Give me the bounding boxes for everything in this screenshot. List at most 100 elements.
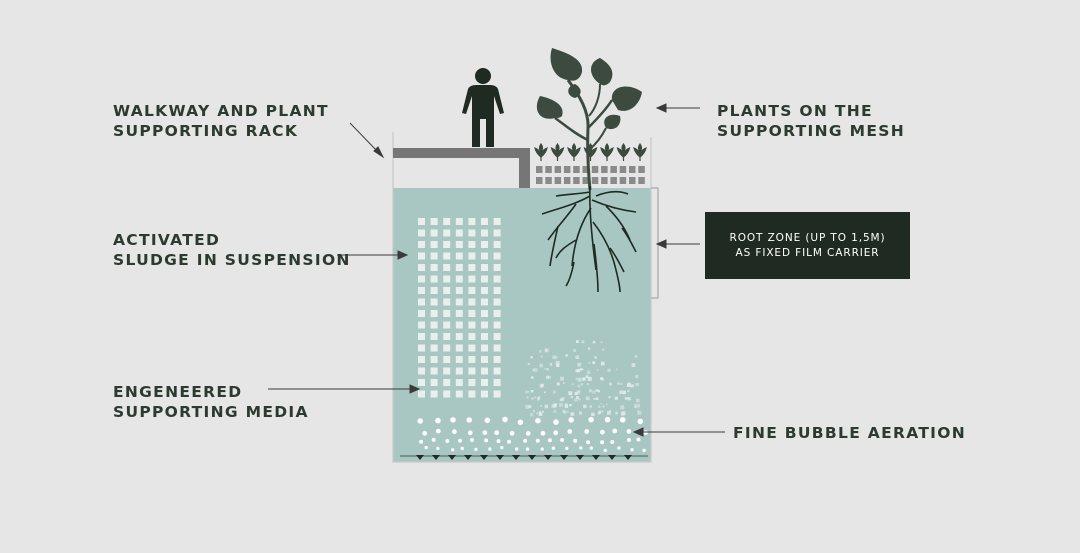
- media-dot: [637, 410, 642, 415]
- label-media: ENGENEERED SUPPORTING MEDIA: [113, 383, 309, 421]
- diffuser-nozzle: [496, 455, 504, 460]
- media-square: [481, 264, 488, 271]
- media-dot: [530, 390, 534, 393]
- media-square: [430, 321, 438, 329]
- root-icon: [541, 185, 637, 293]
- bubble: [553, 419, 559, 425]
- media-square: [493, 356, 501, 363]
- sprout-icon: [633, 142, 647, 161]
- media-dot: [591, 412, 595, 417]
- media-square: [418, 310, 425, 317]
- media-square: [468, 356, 476, 363]
- media-dot: [634, 403, 636, 406]
- media-dot: [607, 368, 611, 372]
- media-dot: [563, 382, 565, 384]
- media-dot: [574, 398, 578, 402]
- media-square: [418, 379, 425, 386]
- media-dot: [534, 396, 537, 399]
- media-dot: [608, 396, 611, 399]
- media-dot: [526, 396, 529, 399]
- label-plants: PLANTS ON THE SUPPORTING MESH: [717, 102, 905, 140]
- media-square: [443, 275, 451, 283]
- media-dot: [570, 396, 573, 399]
- bubble: [535, 417, 541, 424]
- media-square: [418, 275, 425, 283]
- mesh-cell: [619, 166, 627, 173]
- media-dot: [634, 405, 637, 408]
- bubble: [604, 416, 611, 423]
- media-square: [493, 275, 501, 283]
- media-dot: [589, 389, 592, 393]
- bubble: [610, 440, 615, 444]
- bubble: [642, 448, 646, 453]
- media-square: [481, 275, 488, 283]
- media-dot: [536, 398, 540, 401]
- media-dot: [636, 398, 640, 403]
- bubble: [422, 430, 428, 436]
- media-dot: [538, 411, 542, 414]
- media-dot: [592, 340, 596, 344]
- media-square: [418, 264, 425, 271]
- media-square: [430, 218, 438, 225]
- media-square: [443, 264, 451, 271]
- media-square: [443, 356, 451, 363]
- mesh-cell: [545, 177, 552, 184]
- media-dot: [569, 403, 572, 406]
- bubble: [568, 417, 574, 423]
- media-square: [481, 356, 488, 363]
- media-dot: [542, 410, 544, 413]
- sprout-icon: [616, 142, 631, 161]
- media-dot: [576, 369, 581, 373]
- mesh-cell: [554, 166, 562, 173]
- bubble: [584, 429, 590, 434]
- media-dot: [588, 362, 591, 364]
- diffuser-nozzle: [416, 455, 424, 460]
- mesh-cell: [591, 166, 599, 173]
- root-zone-bracket: [651, 187, 659, 299]
- sprout-icon: [534, 142, 548, 161]
- mesh-cell: [573, 166, 580, 173]
- media-dot: [555, 361, 560, 365]
- media-dot: [570, 412, 575, 416]
- supporting-media-grid: [418, 218, 501, 398]
- bubble: [436, 446, 440, 451]
- media-dot: [540, 405, 542, 407]
- media-dot: [556, 382, 560, 386]
- mesh-cell: [554, 177, 562, 184]
- media-dot: [602, 405, 605, 408]
- media-square: [430, 252, 438, 260]
- media-square: [443, 218, 451, 225]
- bubble: [452, 429, 457, 435]
- media-dot: [574, 391, 578, 396]
- bubble: [540, 447, 544, 451]
- diffuser-nozzle: [592, 455, 600, 460]
- media-dot: [564, 404, 568, 408]
- diffuser-nozzle: [608, 455, 616, 460]
- media-square: [455, 344, 463, 352]
- media-square: [493, 390, 501, 398]
- media-dot: [600, 341, 603, 344]
- fine-bubbles: [417, 416, 648, 453]
- plant-sprouts: [534, 142, 647, 161]
- media-dot: [630, 384, 634, 388]
- media-square: [455, 264, 463, 271]
- media-dot: [592, 390, 596, 394]
- mesh-cell: [563, 177, 571, 184]
- media-square: [443, 252, 451, 260]
- bubble: [417, 418, 424, 424]
- media-square: [418, 298, 425, 306]
- bubble: [474, 447, 478, 452]
- media-dot: [525, 390, 528, 394]
- media-dot: [575, 369, 578, 372]
- media-square: [468, 287, 476, 294]
- media-dot: [532, 368, 535, 372]
- bubble: [484, 417, 491, 424]
- media-square: [430, 367, 438, 375]
- media-dot: [546, 368, 549, 371]
- media-dot: [618, 390, 622, 394]
- media-square: [443, 367, 451, 375]
- media-square: [418, 390, 425, 398]
- bubble: [553, 430, 559, 436]
- media-dot: [565, 354, 568, 357]
